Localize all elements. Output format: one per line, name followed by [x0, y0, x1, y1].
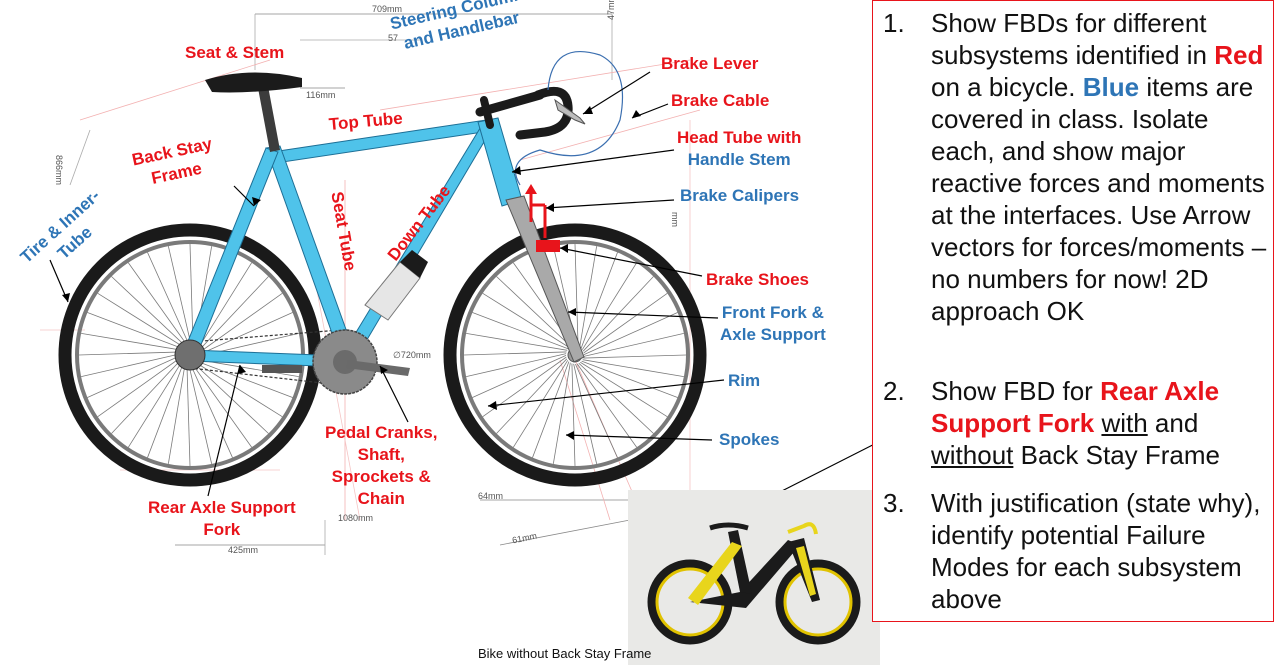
spoke [574, 243, 579, 347]
spoke [147, 361, 185, 458]
spoke [81, 332, 183, 351]
dim-47: 47mm [606, 0, 616, 20]
spoke [128, 262, 189, 347]
spoke [193, 362, 269, 434]
spoke [190, 363, 233, 458]
spoke [147, 252, 190, 347]
chain [189, 329, 341, 386]
spoke [578, 362, 654, 434]
chainring [262, 329, 410, 395]
spoke [580, 361, 668, 418]
spoke [111, 358, 183, 434]
spoke [582, 359, 684, 378]
spoke [552, 362, 571, 464]
spoke [532, 361, 570, 458]
label-head-tube: Head Tube with Handle Stem [677, 128, 802, 169]
front-fork [505, 195, 585, 363]
spoke [466, 332, 568, 351]
spoke [496, 276, 572, 348]
spoke [97, 292, 185, 349]
spoke [87, 355, 182, 398]
brake-cable-line [515, 51, 624, 186]
spoke [583, 332, 684, 357]
dim-64: 64mm [478, 491, 504, 501]
task-list-box: 1. Show FBDs for different subsystems id… [872, 0, 1274, 622]
dim-1080: 1080mm [338, 513, 374, 523]
spoke [581, 262, 638, 350]
spoke [196, 262, 253, 350]
spoke [579, 246, 598, 348]
label-pedal-cranks: Pedal Cranks, Shaft, Sprockets & Chain [325, 423, 438, 508]
spoke [512, 360, 569, 448]
photo-caption: Bike without Back Stay Frame [478, 646, 652, 661]
spoke [127, 360, 184, 448]
spoke [583, 354, 687, 359]
spoke [111, 276, 187, 348]
spoke [78, 351, 182, 356]
spoke [472, 355, 567, 398]
spoke [188, 363, 213, 464]
spoke [581, 360, 678, 398]
label-brake-lever: Brake Lever [661, 54, 759, 73]
spoke [196, 360, 293, 398]
spoke [482, 292, 570, 349]
brake-lever-shape [554, 98, 586, 125]
spoke [583, 293, 668, 354]
spoke [573, 363, 598, 464]
spoke [583, 312, 678, 355]
spoke [197, 276, 269, 352]
bike-photo [628, 490, 880, 665]
spoke [580, 252, 618, 349]
label-front-fork: Front Fork & Axle Support [720, 303, 826, 344]
label-brake-calipers: Brake Calipers [680, 186, 800, 205]
spoke [191, 363, 252, 448]
seat-and-stem [205, 72, 302, 152]
spoke [186, 363, 191, 467]
spoke [167, 246, 192, 347]
dim-mm: mm [670, 212, 680, 227]
bicycle-diagram [40, 13, 880, 600]
rear-cassette [174, 339, 206, 371]
spoke [195, 361, 283, 418]
spoke [472, 312, 569, 350]
brake-shoes-marker [525, 184, 560, 252]
spoke [81, 353, 182, 378]
spoke [463, 351, 567, 356]
label-spokes: Spokes [719, 430, 780, 449]
label-brake-shoes: Brake Shoes [706, 270, 809, 289]
spoke [167, 362, 186, 464]
spoke [197, 359, 299, 378]
spoke [87, 312, 184, 350]
label-brake-cable: Brake Cable [671, 91, 770, 110]
bike-photo-drawing [628, 490, 880, 665]
label-seat-stem: Seat & Stem [185, 43, 285, 62]
dim-866: 866mm [54, 155, 64, 186]
steering-and-handlebar [475, 86, 573, 140]
dim-116: 116mm [306, 90, 336, 100]
spoke [496, 358, 568, 434]
dim-720: ∅720mm [393, 350, 431, 360]
spoke [571, 363, 576, 467]
label-rim: Rim [728, 371, 761, 390]
dim-57: 57 [388, 33, 399, 43]
dim-425: 425mm [228, 545, 259, 555]
spoke [575, 363, 618, 458]
dim-709: 709mm [372, 4, 403, 14]
spoke [198, 293, 283, 354]
spoke [97, 356, 182, 417]
label-rear-axle-fork: Rear Axle Support Fork [148, 498, 296, 539]
spoke [576, 363, 637, 448]
spoke [198, 312, 293, 355]
water-bottle [364, 250, 428, 321]
spoke [466, 353, 567, 378]
